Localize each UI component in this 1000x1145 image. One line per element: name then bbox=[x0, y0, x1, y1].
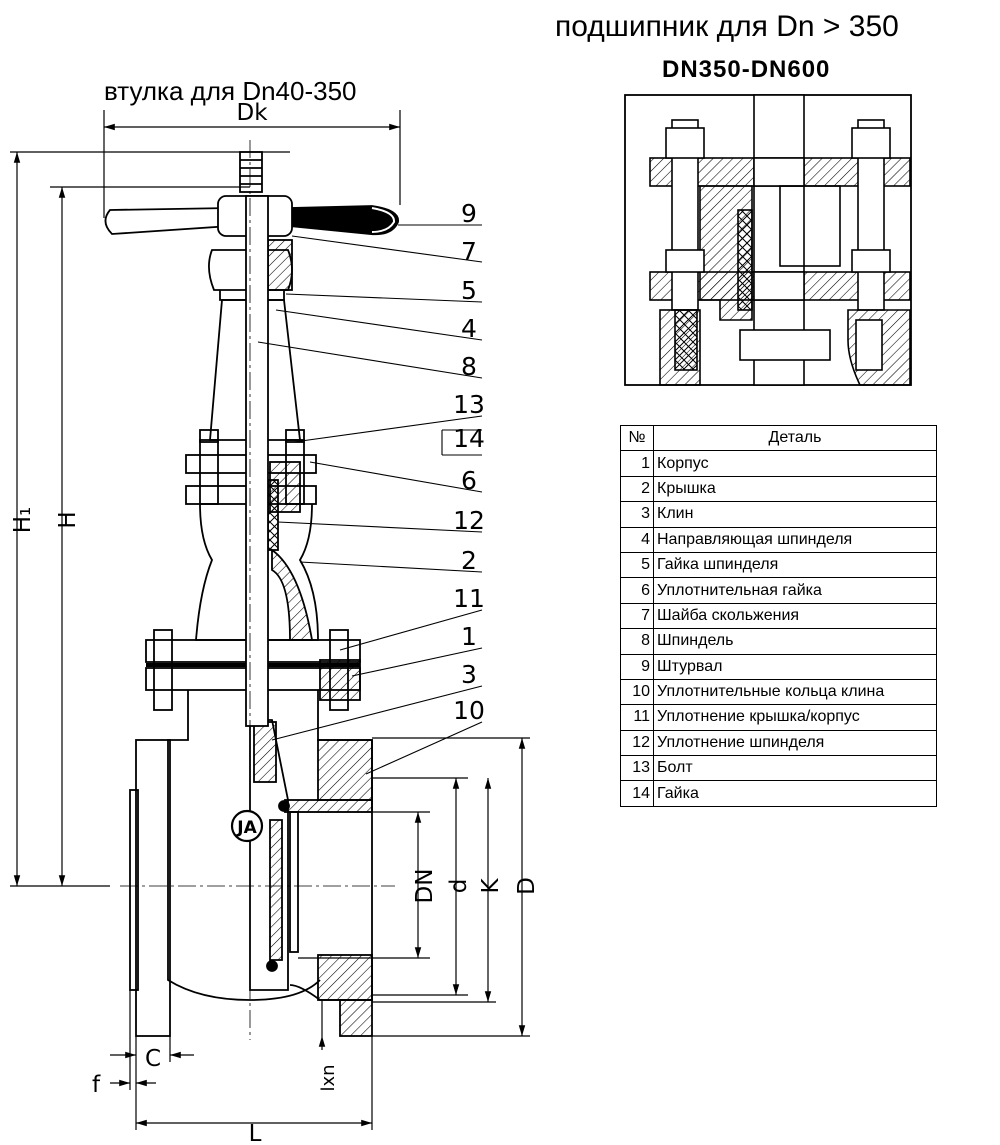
part-number: 3 bbox=[620, 501, 654, 528]
part-number: 12 bbox=[620, 729, 654, 757]
callout-14: 14 bbox=[453, 424, 485, 453]
part-name: Болт bbox=[653, 755, 937, 782]
dim-d-small: d bbox=[446, 879, 472, 894]
header-part: Деталь bbox=[653, 424, 937, 452]
callout-11: 11 bbox=[453, 584, 485, 613]
part-name: Крышка bbox=[653, 475, 937, 503]
callout-13: 13 bbox=[453, 390, 485, 419]
callout-leaders bbox=[257, 224, 483, 775]
dim-c: C bbox=[145, 1046, 161, 1072]
part-number: 5 bbox=[620, 551, 654, 579]
part-name: Уплотнительная гайка bbox=[653, 577, 937, 604]
part-number: 8 bbox=[620, 628, 654, 655]
header-number: № bbox=[620, 424, 654, 452]
end-flange-left bbox=[135, 739, 171, 1037]
part-name: Шпиндель bbox=[653, 628, 937, 655]
callout-5: 5 bbox=[461, 276, 477, 305]
part-name: Направляющая шпинделя bbox=[653, 526, 937, 553]
part-number: 13 bbox=[620, 755, 654, 782]
bearing-detail bbox=[624, 94, 912, 386]
part-number: 7 bbox=[620, 602, 654, 630]
dimension-labels: Dk H₁ H DN d K D C f L lxn bbox=[10, 100, 540, 1145]
part-name: Уплотнение крышка/корпус bbox=[653, 704, 937, 731]
dim-h: H bbox=[55, 511, 81, 528]
dim-dn: DN bbox=[412, 869, 438, 904]
callout-numbers: 9 7 5 4 8 13 14 6 12 2 11 1 3 10 bbox=[453, 199, 485, 725]
dim-k: K bbox=[478, 878, 504, 894]
part-name: Гайка bbox=[653, 780, 937, 807]
stem bbox=[245, 195, 269, 727]
callout-7: 7 bbox=[461, 237, 477, 266]
parts-table-header: № Деталь bbox=[620, 424, 937, 452]
part-number: 14 bbox=[620, 780, 654, 807]
dim-f: f bbox=[92, 1072, 101, 1098]
bearing-range: DN350-DN600 bbox=[662, 56, 831, 83]
bushing-title: втулка для Dn40-350 bbox=[104, 76, 357, 106]
manufacturer-logo: JA bbox=[230, 809, 264, 843]
bearing-title: подшипник для Dn > 350 bbox=[555, 10, 899, 43]
logo-text: JA bbox=[236, 818, 257, 838]
dimension-lines bbox=[10, 110, 530, 1130]
callout-3: 3 bbox=[461, 660, 477, 689]
callout-1: 1 bbox=[461, 622, 477, 651]
callout-4: 4 bbox=[461, 314, 477, 343]
dim-d-big: D bbox=[514, 877, 540, 895]
dim-h1: H₁ bbox=[10, 507, 36, 534]
callout-9: 9 bbox=[461, 199, 477, 228]
part-name: Штурвал bbox=[653, 653, 937, 680]
part-number: 1 bbox=[620, 450, 654, 477]
callout-12: 12 bbox=[453, 506, 485, 535]
stem-thread bbox=[239, 151, 263, 193]
callout-8: 8 bbox=[461, 352, 477, 381]
part-name: Уплотнительные кольца клина bbox=[653, 678, 937, 706]
callout-10: 10 bbox=[453, 696, 485, 725]
part-name: Корпус bbox=[653, 450, 937, 477]
callout-2: 2 bbox=[461, 546, 477, 575]
part-name: Шайба скольжения bbox=[653, 602, 937, 630]
dim-dk: Dk bbox=[236, 100, 268, 126]
part-name: Гайка шпинделя bbox=[653, 551, 937, 579]
part-number: 11 bbox=[620, 704, 654, 731]
valve-main-view bbox=[104, 140, 399, 1040]
part-number: 6 bbox=[620, 577, 654, 604]
part-number: 4 bbox=[620, 526, 654, 553]
dim-lxn: lxn bbox=[318, 1064, 339, 1091]
dim-l: L bbox=[249, 1121, 262, 1145]
part-number: 2 bbox=[620, 475, 654, 503]
part-number: 10 bbox=[620, 678, 654, 706]
part-number: 9 bbox=[620, 653, 654, 680]
callout-6: 6 bbox=[461, 466, 477, 495]
part-name: Клин bbox=[653, 501, 937, 528]
part-name: Уплотнение шпинделя bbox=[653, 729, 937, 757]
